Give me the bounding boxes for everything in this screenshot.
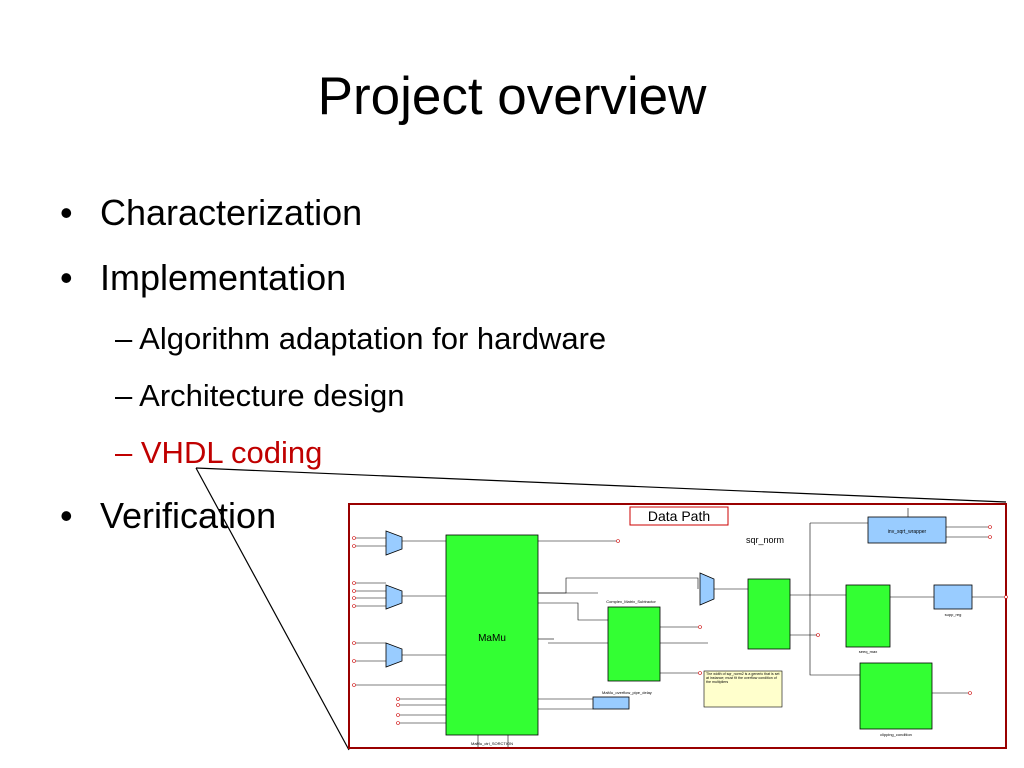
bullet-text: Verification: [100, 495, 277, 536]
sub-bullet-text: Architecture design: [139, 378, 405, 413]
sqr-norm-wires: [790, 522, 868, 676]
supp-reg-block: [933, 584, 973, 610]
inv-sqrt-wires: [907, 508, 988, 538]
sqr-norm-block: [747, 578, 791, 650]
bullet-glyph: •: [60, 495, 73, 536]
slide-title: Project overview: [317, 67, 707, 126]
sub-bullet-text: VHDL coding: [140, 435, 323, 470]
datapath-title-box: [629, 506, 729, 526]
complex-matrix-subtractor-block: [607, 606, 661, 682]
mux-4: [699, 572, 715, 606]
mamu-block: [445, 534, 539, 736]
inv-sqrt-wrapper-block: [867, 516, 947, 544]
left-mux-group: [385, 530, 403, 668]
sub-bullet-item: – Architecture design: [115, 377, 405, 415]
sub-bullet-item: – Algorithm adaptation for hardware: [115, 320, 606, 358]
output-pin-markers: [698, 525, 1008, 695]
bullet-glyph: •: [60, 257, 73, 298]
mux-2: [385, 584, 403, 610]
bullet-glyph: •: [60, 192, 73, 233]
inv-sqrt-label: inv_sqrt_wrapper: [888, 529, 927, 535]
sqr-norm-title: sqr_norm: [746, 535, 784, 545]
clipping-condition-block: [859, 662, 933, 730]
sub-bullet-dash: –: [115, 378, 133, 413]
mamu-label: MaMu: [478, 633, 506, 644]
yellow-note-text: The width of sqr_norm2 is a generic that…: [706, 672, 780, 685]
mux-3: [385, 642, 403, 668]
subtractor-wires: [538, 577, 708, 674]
datapath-schematic: Data Path MaMu: [348, 503, 1008, 749]
sub-bullet-item: – VHDL coding: [115, 434, 322, 472]
input-pin-markers: [352, 536, 400, 725]
clipping-label: clipping_condition: [880, 732, 912, 737]
sub-bullet-text: Algorithm adaptation for hardware: [139, 321, 607, 356]
sub-bullet-dash: –: [115, 435, 133, 470]
pipe-delay-block: [592, 696, 630, 710]
supp-reg-label: supp_reg: [945, 612, 962, 617]
cms-label: Complex_Matrix_Subtractor: [606, 599, 656, 604]
mux-1: [385, 530, 403, 556]
bullet-item: • Characterization: [60, 191, 362, 235]
yellow-note-text-wrap: The width of sqr_norm2 is a generic that…: [706, 672, 780, 685]
callout-line-top: [195, 467, 1007, 503]
seeq-max-label: seeq_max: [859, 649, 877, 654]
pipe-delay-label: MaMu_overflow_pipe_delay: [602, 690, 652, 695]
bullet-item: • Verification: [60, 494, 276, 538]
seeq-max-block: [845, 584, 891, 648]
sub-bullet-dash: –: [115, 321, 133, 356]
mamu-ctrl-label: MaMu_ctrl_SORCTION: [471, 741, 513, 746]
bullet-text: Characterization: [100, 192, 363, 233]
yellow-note: [703, 670, 783, 708]
callout-line-bottom: [195, 467, 350, 751]
left-input-wires: [356, 537, 446, 724]
bullet-text: Implementation: [100, 257, 347, 298]
bullet-item: • Implementation: [60, 256, 346, 300]
datapath-title: Data Path: [648, 508, 710, 524]
